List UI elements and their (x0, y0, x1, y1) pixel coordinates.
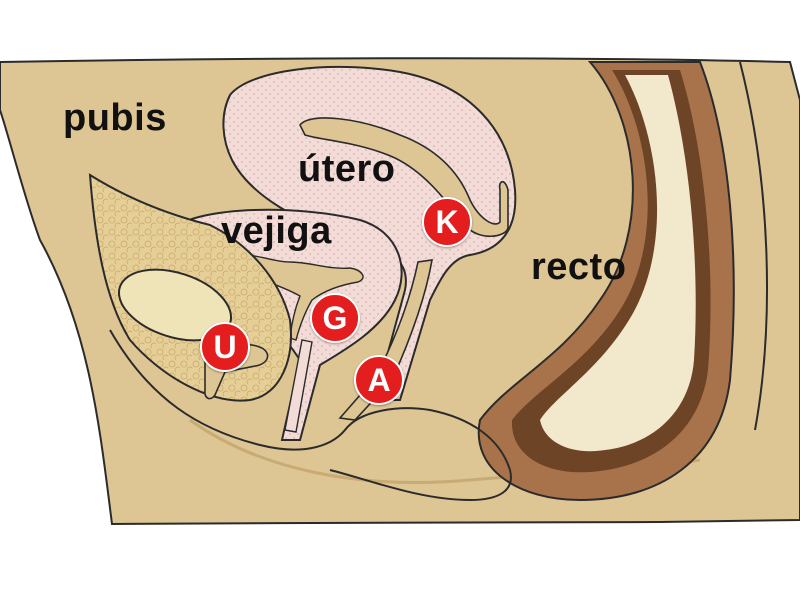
marker-u: U (200, 322, 250, 372)
labia-outline (109, 329, 512, 502)
sacrum-fold (739, 61, 768, 431)
label-utero: útero (298, 148, 396, 190)
label-pubis: pubis (63, 97, 167, 139)
label-vejiga: vejiga (221, 210, 332, 252)
urethra (284, 339, 313, 433)
rectum-lumen (540, 75, 696, 452)
marker-a: A (354, 355, 404, 405)
marker-g: G (310, 293, 360, 343)
marker-k: K (422, 197, 472, 247)
vaginal-canal (338, 259, 433, 421)
label-recto: recto (531, 246, 627, 288)
